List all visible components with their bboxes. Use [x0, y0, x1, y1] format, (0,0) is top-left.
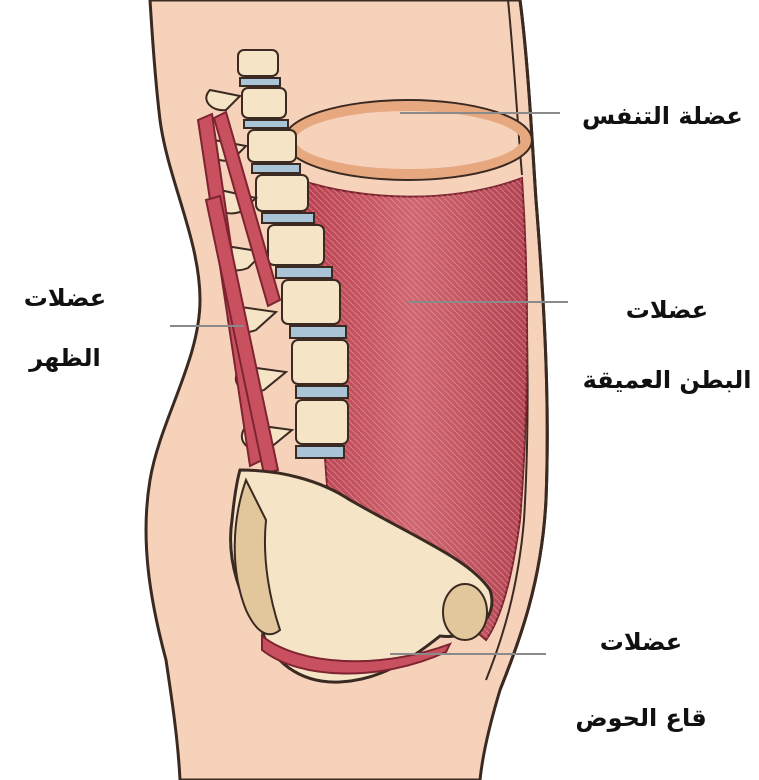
hip-socket: [443, 584, 487, 640]
label-back-muscles-line1: عضلات: [10, 286, 120, 310]
label-pelvic-floor-line1: عضلات: [566, 630, 716, 654]
label-pelvic-floor-line2: قاع الحوض: [566, 706, 716, 730]
label-deep-abdominal-line1: عضلات: [582, 298, 752, 322]
label-diaphragm: عضلة التنفس: [582, 104, 743, 128]
label-deep-abdominal-line2: البطن العميقة: [582, 368, 752, 392]
label-back-muscles-line2: الظهر: [10, 346, 120, 370]
